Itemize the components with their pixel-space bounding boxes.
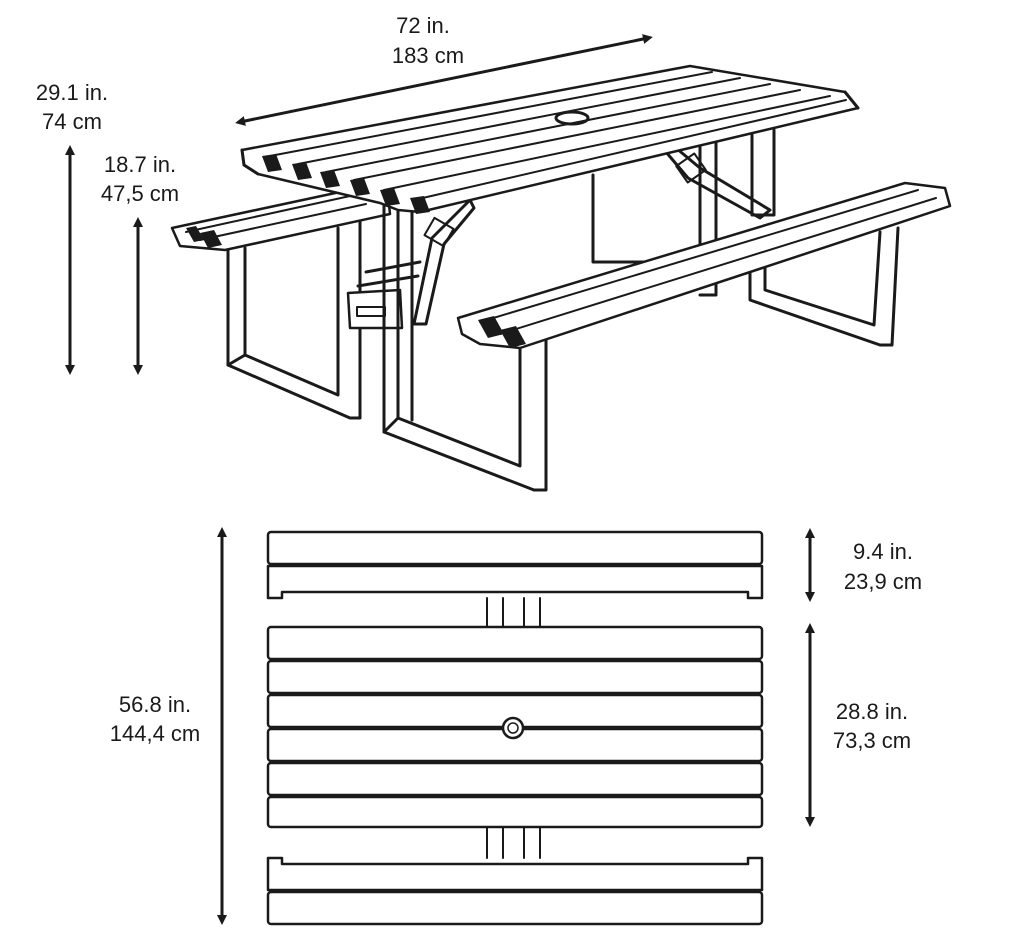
perspective-view: 72 in. 183 cm 29.1 in. 74 cm 18.7 in. 47… [36,13,952,492]
tabletop-width-metric-label: 73,3 cm [833,728,911,753]
table-height-imperial-label: 29.1 in. [36,80,108,105]
top-connector [486,597,541,627]
length-dimension: 72 in. 183 cm [235,13,653,126]
top-tabletop [266,625,764,829]
seat-height-metric-label: 47,5 cm [101,181,179,206]
seat-height-imperial-label: 18.7 in. [104,152,176,177]
bench-width-imperial-label: 9.4 in. [853,539,913,564]
table-height-dimension: 29.1 in. 74 cm [36,80,108,375]
bench-width-dimension: 9.4 in. 23,9 cm [805,528,922,602]
overall-width-metric-label: 144,4 cm [110,721,201,746]
right-bench-frame [748,226,900,347]
top-bench [266,530,764,600]
crossbar [346,288,404,330]
left-bench-frame [226,218,362,420]
bottom-connector [486,827,541,859]
left-bench [170,190,392,252]
length-metric-label: 183 cm [392,43,464,68]
tabletop-width-dimension: 28.8 in. 73,3 cm [805,623,911,827]
front-table-frame [382,203,548,492]
bench-width-metric-label: 23,9 cm [844,569,922,594]
top-view: 56.8 in. 144,4 cm 9.4 in. 23,9 cm 28.8 i… [110,527,922,926]
seat-height-dimension: 18.7 in. 47,5 cm [101,152,179,375]
overall-width-imperial-label: 56.8 in. [119,692,191,717]
tabletop [240,64,860,214]
bottom-bench [266,856,764,926]
table-height-metric-label: 74 cm [42,109,102,134]
top-umbrella-hole [501,716,525,740]
tabletop-width-imperial-label: 28.8 in. [836,699,908,724]
length-imperial-label: 72 in. [396,13,450,38]
overall-width-dimension: 56.8 in. 144,4 cm [110,527,227,925]
right-bench [456,181,952,350]
